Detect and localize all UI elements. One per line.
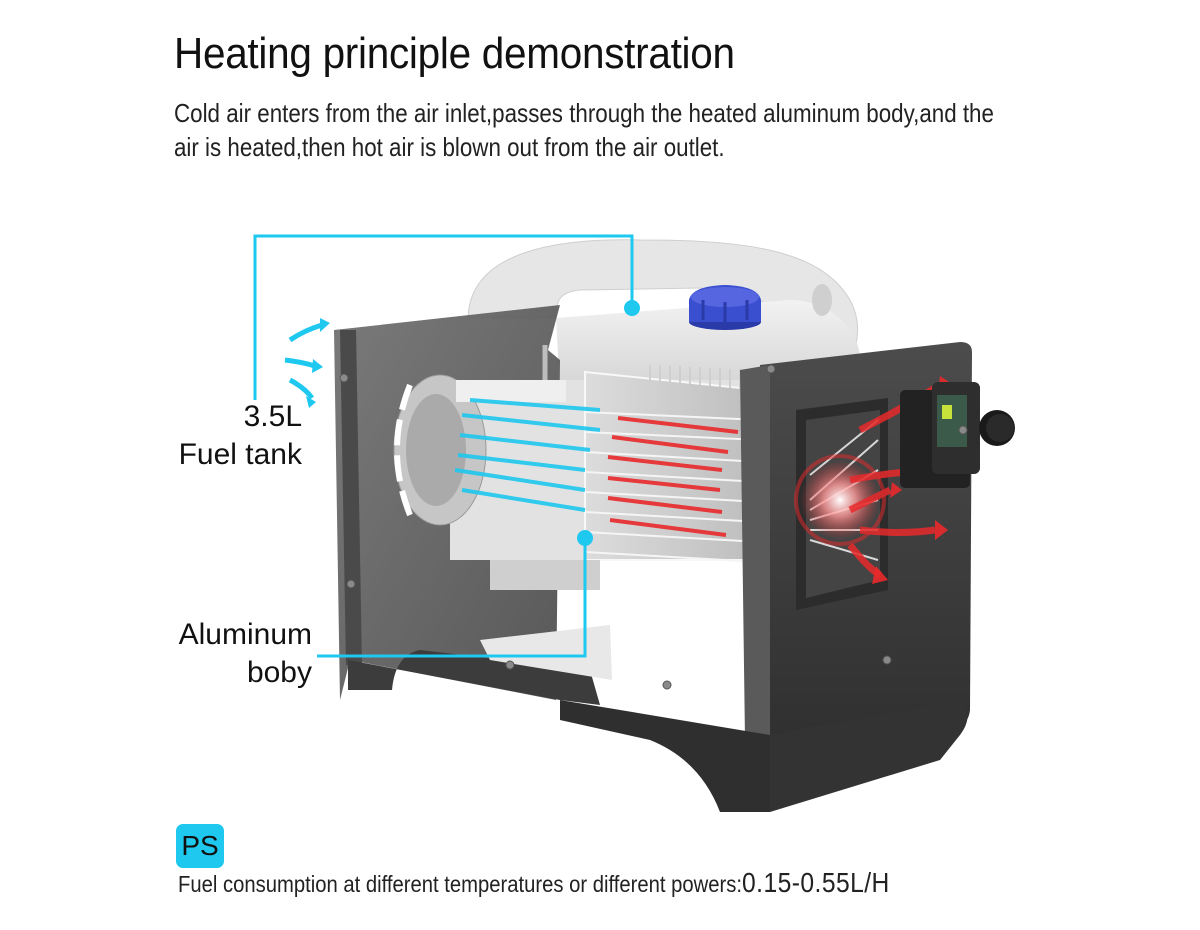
base-bottom <box>560 700 770 812</box>
ps-badge: PS <box>176 824 224 868</box>
page-title: Heating principle demonstration <box>174 29 735 78</box>
fuel-consumption-value: 0.15-0.55L/H <box>742 867 890 898</box>
fuel-consumption-note: Fuel consumption at different temperatur… <box>178 868 890 899</box>
aluminum-body-line2: boby <box>246 656 312 689</box>
cold-air-lines <box>454 398 601 512</box>
aluminum-body-leader-line <box>317 540 587 658</box>
aluminum-body-marker <box>577 530 593 546</box>
fuel-consumption-text: Fuel consumption at different temperatur… <box>178 871 743 897</box>
air-inlet-arrows <box>284 322 323 400</box>
description-text: Cold air enters from the air inlet,passe… <box>174 98 994 162</box>
fuel-tank-name: Fuel tank <box>178 438 302 471</box>
hot-air-lines <box>607 416 739 537</box>
fuel-tank-marker <box>624 300 640 316</box>
fuel-tank-label: 3.5L Fuel tank <box>150 398 302 474</box>
control-panel-graphic <box>900 382 1015 488</box>
aluminum-body-label: Aluminum boby <box>140 616 312 692</box>
fuel-tank-capacity: 3.5L <box>243 400 302 433</box>
fuel-cap-graphic <box>689 285 761 330</box>
fuel-tank-leader-line <box>253 234 634 400</box>
aluminum-body-line1: Aluminum <box>178 618 312 651</box>
base-left <box>348 650 600 705</box>
